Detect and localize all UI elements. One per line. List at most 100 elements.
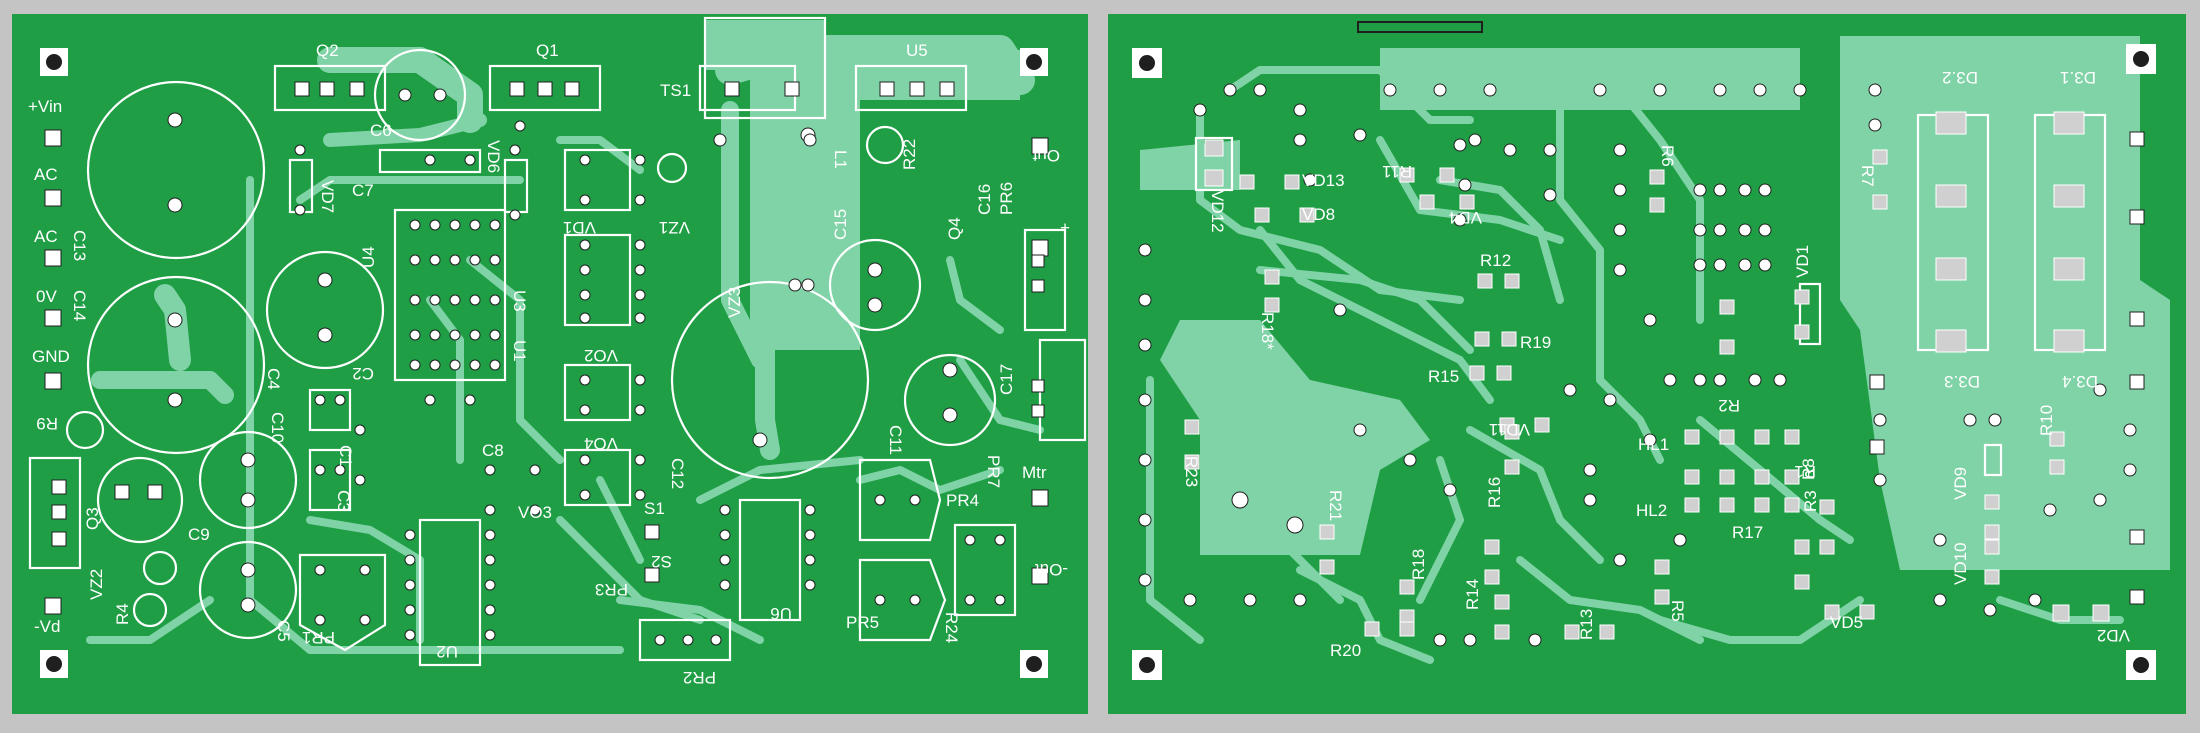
label-q1: Q1 [536,41,559,60]
label-pr5: PR5 [846,613,879,632]
label-pr3: PR3 [595,580,628,599]
label-vd4: VD4 [1449,208,1482,227]
label-c1: C1 [336,445,355,467]
label-r5: R5 [1668,600,1687,622]
label-r9: R9 [36,414,58,433]
label-u5: U5 [906,41,928,60]
right-through-hole-pads [1138,83,2137,647]
label-c5: C5 [274,620,293,642]
label-vz2: VZ2 [87,569,106,600]
label-ts1: TS1 [660,81,691,100]
label-r1: R1 [1794,462,1816,481]
label-pr7: PR7 [984,455,1003,488]
label-c7: C7 [352,181,374,200]
label-r22: R22 [900,139,919,170]
label-vz3: VZ3 [725,287,744,318]
label-vd13: VD13 [1302,171,1345,190]
label-r8: R8 [1799,458,1818,480]
label-mtr: Mtr [1022,463,1047,482]
left-component-pads [44,81,1049,615]
label-vo4: VO4 [584,434,618,453]
label-r16: R16 [1485,477,1504,508]
label-c17: C17 [997,364,1016,395]
right-mounting-holes [1139,51,2149,673]
label-c13: C13 [70,230,89,261]
right-edge-pads [1869,131,2145,605]
label-vo3: VO3 [518,503,552,522]
label-l1: L1 [831,150,850,169]
label-vd9: VD9 [1951,467,1970,500]
label-u1: U1 [510,340,529,362]
label-vd6: VD6 [484,140,503,173]
label-vd5: VD5 [1830,613,1863,632]
label-r15: R15 [1428,367,1459,386]
label-r10: R10 [2037,405,2056,436]
label-c16: C16 [975,184,994,215]
label-u6: U6 [770,604,792,623]
label-edge-ac-2: AC [34,227,58,246]
right-board-labels: VD13 R11 VD8 VD12 VD4 R6 D3.2 D3.1 R7 R1… [1182,68,2130,660]
label-c12: C12 [668,458,687,489]
label-edge-neg-vd: -Vd [34,617,60,636]
label-hl1: HL1 [1638,435,1669,454]
left-board-labels: +Vin AC AC 0V GND -Vd Out + Mtr -Out Q2 … [28,41,1070,687]
label-pr2: PR2 [683,668,716,687]
left-pcb-board: +Vin AC AC 0V GND -Vd Out + Mtr -Out Q2 … [12,14,1088,714]
label-r2: R2 [1718,396,1740,415]
label-r3: R3 [1801,490,1820,512]
label-q4: Q4 [945,217,964,240]
label-q2: Q2 [316,41,339,60]
label-u2: U2 [436,642,458,661]
label-q3: Q3 [83,507,102,530]
label-vd7: VD7 [318,180,337,213]
label-c3: C3 [334,490,353,512]
label-edge-ac-1: AC [34,165,58,184]
label-u4: U4 [359,246,378,268]
label-s2: S2 [651,552,672,571]
label-c11: C11 [886,425,905,455]
label-r4: R4 [113,603,132,625]
left-mounting-holes [46,54,1042,672]
label-vd10: VD10 [1951,542,1970,585]
label-r20: R20 [1330,641,1361,660]
label-d31: D3.1 [2060,68,2096,87]
label-r19: R19 [1520,333,1551,352]
label-c8: C8 [482,441,504,460]
label-r23: R23 [1182,456,1201,487]
label-neg-out: -Out [1035,560,1068,579]
label-c14: C14 [70,290,89,321]
label-r21: R21 [1326,490,1345,521]
label-c15: C15 [831,209,850,240]
label-r11: R11 [1382,162,1412,181]
label-r13: R13 [1577,609,1596,640]
left-silkscreen-outlines [28,16,1087,667]
label-plus: + [1060,218,1070,237]
label-pr4: PR4 [946,491,979,510]
label-r18star: R18* [1258,312,1277,350]
left-round-pads [167,88,1006,646]
label-s1: S1 [644,499,665,518]
label-hl2: HL2 [1636,501,1667,520]
label-c2: C2 [352,364,374,383]
label-vd8: VD8 [1302,205,1335,224]
label-vd12: VD12 [1208,190,1227,233]
left-mounting-pads [40,48,1048,678]
left-board-substrate [12,14,1088,714]
right-smd-pads [1184,111,2110,640]
right-board-edge-connector [1357,21,1483,33]
label-d34: D3.4 [2062,372,2098,391]
label-r12: R12 [1480,251,1511,270]
label-pr1: PR1 [302,628,335,647]
label-d32: D3.2 [1942,68,1978,87]
label-r6: R6 [1658,145,1677,167]
label-vd1: VD1 [1793,245,1812,278]
label-r17: R17 [1732,523,1763,542]
label-vd1: VD1 [563,218,596,237]
label-edge-vin: +Vin [28,97,62,116]
label-c9: C9 [188,525,210,544]
left-copper-pours [705,20,1020,350]
label-edge-0v: 0V [36,287,57,306]
label-out: Out [1032,146,1060,165]
label-r14: R14 [1463,579,1482,610]
